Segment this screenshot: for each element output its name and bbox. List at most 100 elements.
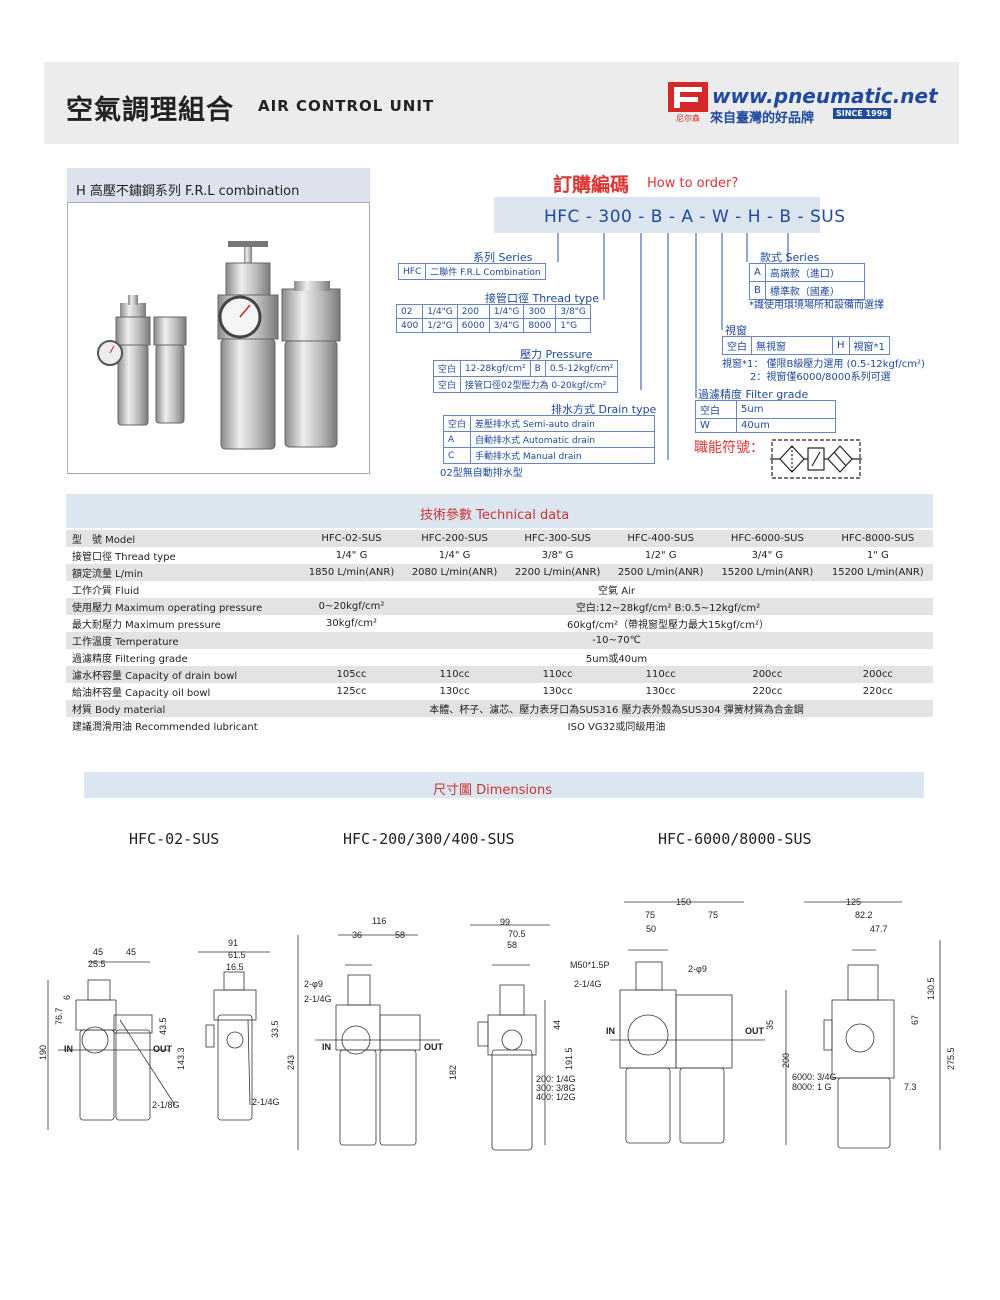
pressure-cell: 空白 xyxy=(432,376,462,393)
tech-row-label: 工作溫度 Temperature xyxy=(66,632,300,649)
tech-cell: HFC-400-SUS xyxy=(609,530,713,547)
dim-model-1: HFC-02-SUS xyxy=(129,830,220,848)
dim-label: 35 xyxy=(765,1020,775,1030)
dim-label: IN xyxy=(64,1044,73,1054)
tech-row-label: 最大耐壓力 Maximum pressure xyxy=(66,615,300,632)
thread-cell: 1/2"G xyxy=(422,318,458,333)
pressure-cell: B xyxy=(529,360,546,377)
product-photo xyxy=(97,241,341,450)
dim-label: 7.3 xyxy=(904,1082,917,1092)
dim-label: 2-φ9 xyxy=(688,964,707,974)
dim-label: 44 xyxy=(552,1020,562,1030)
tech-cell: 2500 L/min(ANR) xyxy=(609,564,713,581)
style-cell: A xyxy=(749,263,766,282)
tech-cell: 130cc xyxy=(609,683,713,700)
frl-symbol-icon xyxy=(770,439,862,479)
dim-label: 75 xyxy=(645,910,655,920)
style-label: 款式 Series xyxy=(760,251,820,264)
dim-label: 125 xyxy=(846,897,861,907)
dim-label: 45 xyxy=(126,947,136,957)
header-band xyxy=(44,62,959,144)
thread-cell: 1"G xyxy=(555,318,591,333)
tech-row-label: 接管口徑 Thread type xyxy=(66,547,300,564)
tech-cell: HFC-200-SUS xyxy=(403,530,507,547)
tech-cell: 1850 L/min(ANR) xyxy=(300,564,404,581)
filter-cell: W xyxy=(695,418,737,433)
dim-label: 6 xyxy=(62,995,72,1000)
dimension-drawings: 45 45 25.5 190 76.7 6 43.5 143.3 2-1/8G … xyxy=(38,897,956,1151)
window-note-1: 視窗*1： 僅限B級壓力選用 (0.5-12kgf/cm²) xyxy=(722,359,925,370)
filter-cell: 空白 xyxy=(695,400,737,419)
tech-row-label: 額定流量 L/min xyxy=(66,564,300,581)
series-table: HFC 二聯件 F.R.L Combination xyxy=(397,263,546,280)
pressure-table: 空白 12-28kgf/cm² B 0.5-12kgf/cm² 空白 接管口徑0… xyxy=(432,360,619,393)
series-desc: 二聯件 F.R.L Combination xyxy=(425,263,546,280)
tech-cell: 30kgf/cm² xyxy=(300,615,404,632)
product-photo-frame xyxy=(67,202,370,474)
thread-cell: 8000 xyxy=(523,318,557,333)
pressure-cell: 12-28kgf/cm² xyxy=(460,360,531,377)
drain-cell: C xyxy=(442,447,472,464)
website-link[interactable]: www.pneumatic.net xyxy=(712,84,938,108)
dim-label: 200 xyxy=(781,1053,791,1068)
tech-cell: 60kgf/cm²（帶視窗型壓力最大15kgf/cm²） xyxy=(403,615,933,632)
tech-cell: 110cc xyxy=(609,666,713,683)
tech-cell: 110cc xyxy=(403,666,507,683)
dim-label: 143.3 xyxy=(176,1047,186,1070)
thread-cell: 3/4"G xyxy=(488,318,525,333)
dim-label: 8000: 1 G xyxy=(792,1082,832,1092)
dim-label: 58 xyxy=(395,930,405,940)
dim-label: 130.5 xyxy=(926,977,936,1000)
dim-label: 58 xyxy=(507,940,517,950)
dim-label: 36 xyxy=(352,930,362,940)
dim-label: 300: 3/8G xyxy=(536,1083,576,1093)
tech-cell: -10~70℃ xyxy=(300,632,933,649)
tech-cell: HFC-300-SUS xyxy=(506,530,610,547)
pressure-label: 壓力 Pressure xyxy=(520,348,593,361)
dim-label: 6000: 3/4G xyxy=(792,1072,837,1082)
tech-row-label: 使用壓力 Maximum operating pressure xyxy=(66,598,300,615)
dim-label: 50 xyxy=(646,924,656,934)
dim-label: 99 xyxy=(500,917,510,927)
tech-cell: 15200 L/min(ANR) xyxy=(712,564,823,581)
tech-cell: 空氣 Air xyxy=(300,581,933,598)
thread-cell: 6000 xyxy=(456,318,490,333)
dim-label: 33.5 xyxy=(270,1020,280,1038)
technical-title-band xyxy=(66,494,933,528)
tech-cell: 5um或40um xyxy=(300,649,933,666)
order-code: HFC - 300 - B - A - W - H - B - SUS xyxy=(544,207,846,227)
dim-label: 70.5 xyxy=(508,929,526,939)
window-cell: 無視窗 xyxy=(751,336,833,355)
tech-cell: 125cc xyxy=(300,683,404,700)
dim-model-2: HFC-200/300/400-SUS xyxy=(343,830,515,848)
drain-note: 02型無自動排水型 xyxy=(440,468,523,479)
filter-cell: 40um xyxy=(736,418,836,433)
tech-row-label: 型 號 Model xyxy=(66,530,300,547)
thread-cell: 02 xyxy=(395,304,424,319)
dim-label: 2-1/4G xyxy=(252,1097,280,1107)
tech-cell: 本體、杯子、濾芯、壓力表牙口為SUS316 壓力表外殼為SUS304 彈簧材質為… xyxy=(300,700,933,717)
style-table: A 高端款（進口） B 標準款（國產） xyxy=(749,263,865,300)
order-title-zh: 訂購編碼 xyxy=(553,174,630,196)
drain-cell: 差壓排水式 Semi-auto drain xyxy=(470,415,656,432)
tech-cell: 200cc xyxy=(822,666,933,683)
dim-label: 2-1/4G xyxy=(304,994,332,1004)
tech-cell: 空白:12~28kgf/cm² B:0.5~12kgf/cm² xyxy=(403,598,933,615)
dim-label: 82.2 xyxy=(855,910,873,920)
tech-row-label: 建議潤滑用油 Recommended lubricant xyxy=(66,717,300,734)
product-series-title: H 高壓不鏽鋼系列 F.R.L combination xyxy=(76,184,300,199)
tech-cell: 1" G xyxy=(822,547,933,564)
thread-label: 接管口徑 Thread type xyxy=(485,292,600,305)
window-label: 視窗 xyxy=(725,324,747,337)
tech-cell: 130cc xyxy=(403,683,507,700)
thread-table: 02 1/4"G 200 1/4"G 300 3/8"G 400 1/2"G 6… xyxy=(395,304,591,333)
pressure-cell: 0.5-12kgf/cm² xyxy=(544,360,619,377)
dim-label: 91 xyxy=(228,938,238,948)
